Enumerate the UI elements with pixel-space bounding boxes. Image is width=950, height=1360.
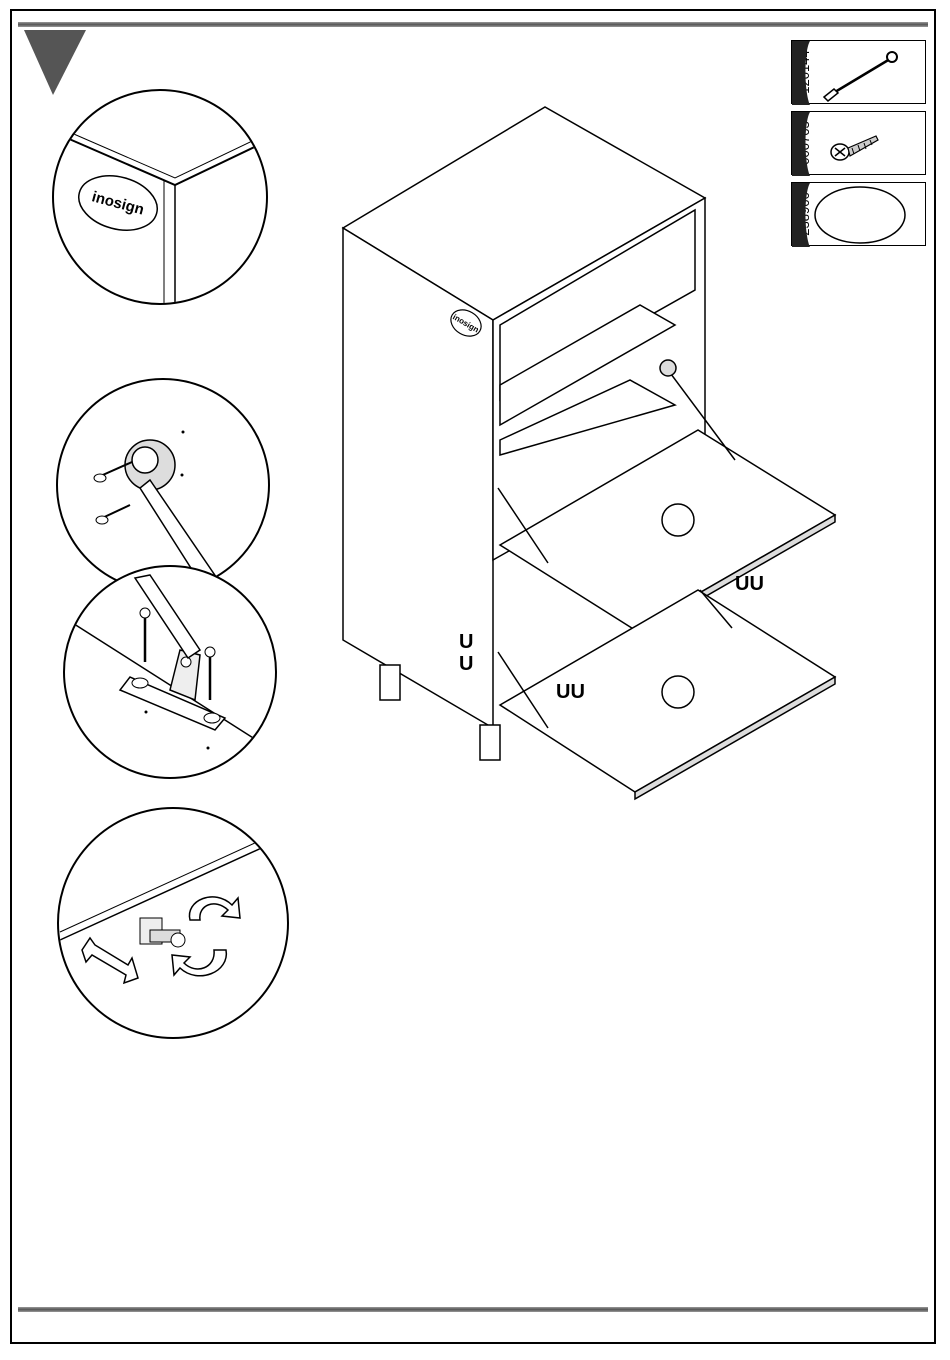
cabinet-drawing [343,107,835,799]
detail-adjustment [58,808,290,1038]
detail-hinge-mount [57,379,269,598]
detail-hinge-plate [60,566,280,778]
detail-logo-corner [53,90,290,320]
marker-u: U [459,653,473,675]
marker-uu: UU [556,681,585,703]
marker-u: U [459,631,473,653]
step-marker-icon [24,30,86,95]
marker-uu: UU [735,573,764,595]
